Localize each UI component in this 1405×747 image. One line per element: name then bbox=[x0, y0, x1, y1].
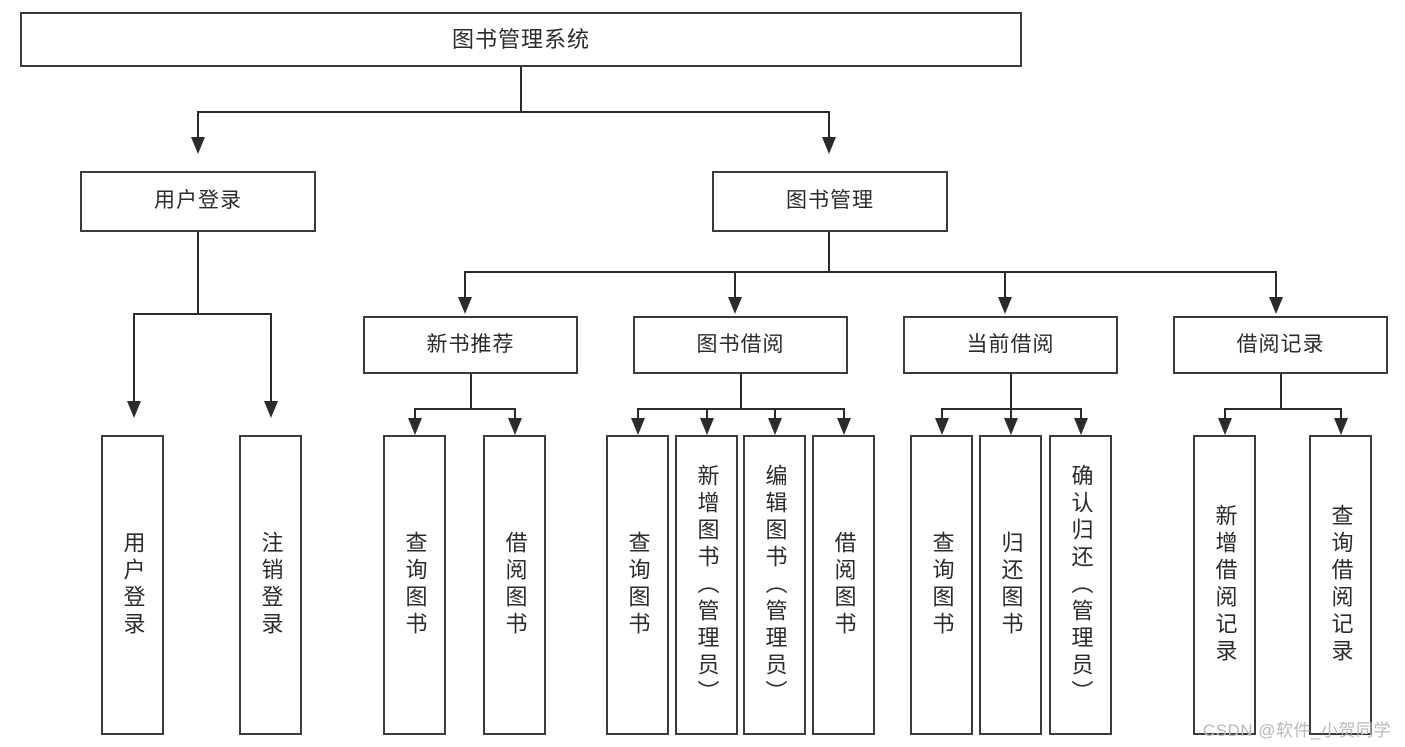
connector-borrow-record-bus bbox=[1224, 408, 1342, 410]
node-label: 归还图书 bbox=[998, 531, 1024, 639]
connector-level3-bus bbox=[464, 271, 1277, 273]
connector-cb-drop-2 bbox=[1010, 408, 1012, 420]
connector-br-drop-2 bbox=[1340, 408, 1342, 420]
connector-user-login-stem bbox=[197, 232, 199, 314]
node-label: 借阅图书 bbox=[502, 531, 528, 639]
connector-bb-drop-3 bbox=[774, 408, 776, 420]
arrow-to-book-management bbox=[822, 137, 836, 154]
node-user-login[interactable]: 用户登录 bbox=[80, 171, 316, 232]
connector-root-stem bbox=[520, 67, 522, 112]
node-label: 图书管理系统 bbox=[451, 26, 590, 52]
connector-borrow-record-stem bbox=[1280, 374, 1282, 409]
connector-user-login-bus bbox=[133, 313, 272, 315]
connector-to-book-borrow bbox=[734, 271, 736, 299]
node-label: 新书推荐 bbox=[426, 332, 515, 356]
node-label: 用户登录 bbox=[120, 531, 146, 639]
leaf-query-book-current[interactable]: 查询图书 bbox=[910, 435, 973, 735]
arrow-br-leaf-1 bbox=[1218, 418, 1232, 435]
leaf-query-book[interactable]: 查询图书 bbox=[606, 435, 669, 735]
arrow-cb-leaf-3 bbox=[1074, 418, 1088, 435]
node-label: 编辑图书（管理员） bbox=[762, 463, 788, 707]
node-label: 新增图书（管理员） bbox=[694, 463, 720, 707]
leaf-confirm-return-admin[interactable]: 确认归还（管理员） bbox=[1049, 435, 1112, 735]
leaf-logout[interactable]: 注销登录 bbox=[239, 435, 302, 735]
node-label: 注销登录 bbox=[258, 531, 284, 639]
arrow-bb-leaf-2 bbox=[700, 418, 714, 435]
connector-user-login-right-drop bbox=[270, 313, 272, 403]
connector-new-book-recommend-stem bbox=[470, 374, 472, 409]
connector-book-borrow-stem bbox=[740, 374, 742, 409]
node-label: 图书借阅 bbox=[696, 332, 785, 356]
connector-current-borrow-stem bbox=[1010, 374, 1012, 409]
arrow-to-borrow-record bbox=[1269, 297, 1283, 314]
connector-bb-drop-2 bbox=[706, 408, 708, 420]
connector-cb-drop-3 bbox=[1080, 408, 1082, 420]
arrow-to-new-book-recommend bbox=[458, 297, 472, 314]
node-label: 借阅图书 bbox=[831, 531, 857, 639]
arrow-to-current-borrow bbox=[998, 297, 1012, 314]
connector-to-borrow-record bbox=[1275, 271, 1277, 299]
node-root-book-management-system[interactable]: 图书管理系统 bbox=[20, 12, 1022, 67]
arrow-cb-leaf-1 bbox=[935, 418, 949, 435]
connector-root-to-user-login bbox=[197, 111, 199, 139]
arrow-bb-leaf-3 bbox=[768, 418, 782, 435]
connector-user-login-left-drop bbox=[133, 313, 135, 403]
leaf-edit-book-admin[interactable]: 编辑图书（管理员） bbox=[743, 435, 806, 735]
arrow-bb-leaf-1 bbox=[631, 418, 645, 435]
connector-cb-drop-1 bbox=[941, 408, 943, 420]
node-label: 新增借阅记录 bbox=[1212, 504, 1238, 666]
node-label: 确认归还（管理员） bbox=[1068, 463, 1094, 707]
arrow-to-user-login bbox=[191, 137, 205, 154]
node-label: 用户登录 bbox=[154, 189, 242, 213]
node-label: 当前借阅 bbox=[966, 332, 1055, 356]
node-new-book-recommend[interactable]: 新书推荐 bbox=[363, 316, 578, 374]
leaf-borrow-book-recommend[interactable]: 借阅图书 bbox=[483, 435, 546, 735]
node-label: 查询借阅记录 bbox=[1328, 504, 1354, 666]
connector-book-borrow-bus bbox=[637, 408, 845, 410]
node-label: 查询图书 bbox=[929, 531, 955, 639]
arrow-nbr-leaf-2 bbox=[508, 418, 522, 435]
node-current-borrow[interactable]: 当前借阅 bbox=[903, 316, 1118, 374]
node-book-management[interactable]: 图书管理 bbox=[712, 171, 948, 232]
arrow-to-user-login-leaf bbox=[127, 401, 141, 418]
connector-br-drop-1 bbox=[1224, 408, 1226, 420]
leaf-add-book-admin[interactable]: 新增图书（管理员） bbox=[675, 435, 738, 735]
connector-root-to-book-management bbox=[828, 111, 830, 139]
node-book-borrow[interactable]: 图书借阅 bbox=[633, 316, 848, 374]
leaf-query-borrow-record[interactable]: 查询借阅记录 bbox=[1309, 435, 1372, 735]
connector-root-bus bbox=[197, 111, 829, 113]
node-label: 图书管理 bbox=[786, 189, 874, 213]
connector-bb-drop-4 bbox=[843, 408, 845, 420]
connector-nbr-drop-1 bbox=[414, 408, 416, 420]
connector-book-management-stem bbox=[828, 232, 830, 272]
connector-to-current-borrow bbox=[1004, 271, 1006, 299]
arrow-cb-leaf-2 bbox=[1004, 418, 1018, 435]
leaf-return-book[interactable]: 归还图书 bbox=[979, 435, 1042, 735]
leaf-add-borrow-record[interactable]: 新增借阅记录 bbox=[1193, 435, 1256, 735]
arrow-bb-leaf-4 bbox=[837, 418, 851, 435]
connector-to-new-book-recommend bbox=[464, 271, 466, 299]
node-borrow-record[interactable]: 借阅记录 bbox=[1173, 316, 1388, 374]
node-label: 查询图书 bbox=[625, 531, 651, 639]
connector-nbr-drop-2 bbox=[514, 408, 516, 420]
connector-new-book-recommend-bus bbox=[414, 408, 516, 410]
arrow-br-leaf-2 bbox=[1334, 418, 1348, 435]
arrow-to-logout-leaf bbox=[264, 401, 278, 418]
connector-bb-drop-1 bbox=[637, 408, 639, 420]
leaf-query-book-recommend[interactable]: 查询图书 bbox=[383, 435, 446, 735]
leaf-user-login[interactable]: 用户登录 bbox=[101, 435, 164, 735]
arrow-nbr-leaf-1 bbox=[408, 418, 422, 435]
node-label: 查询图书 bbox=[402, 531, 428, 639]
node-label: 借阅记录 bbox=[1236, 332, 1325, 356]
leaf-borrow-book[interactable]: 借阅图书 bbox=[812, 435, 875, 735]
arrow-to-book-borrow bbox=[728, 297, 742, 314]
